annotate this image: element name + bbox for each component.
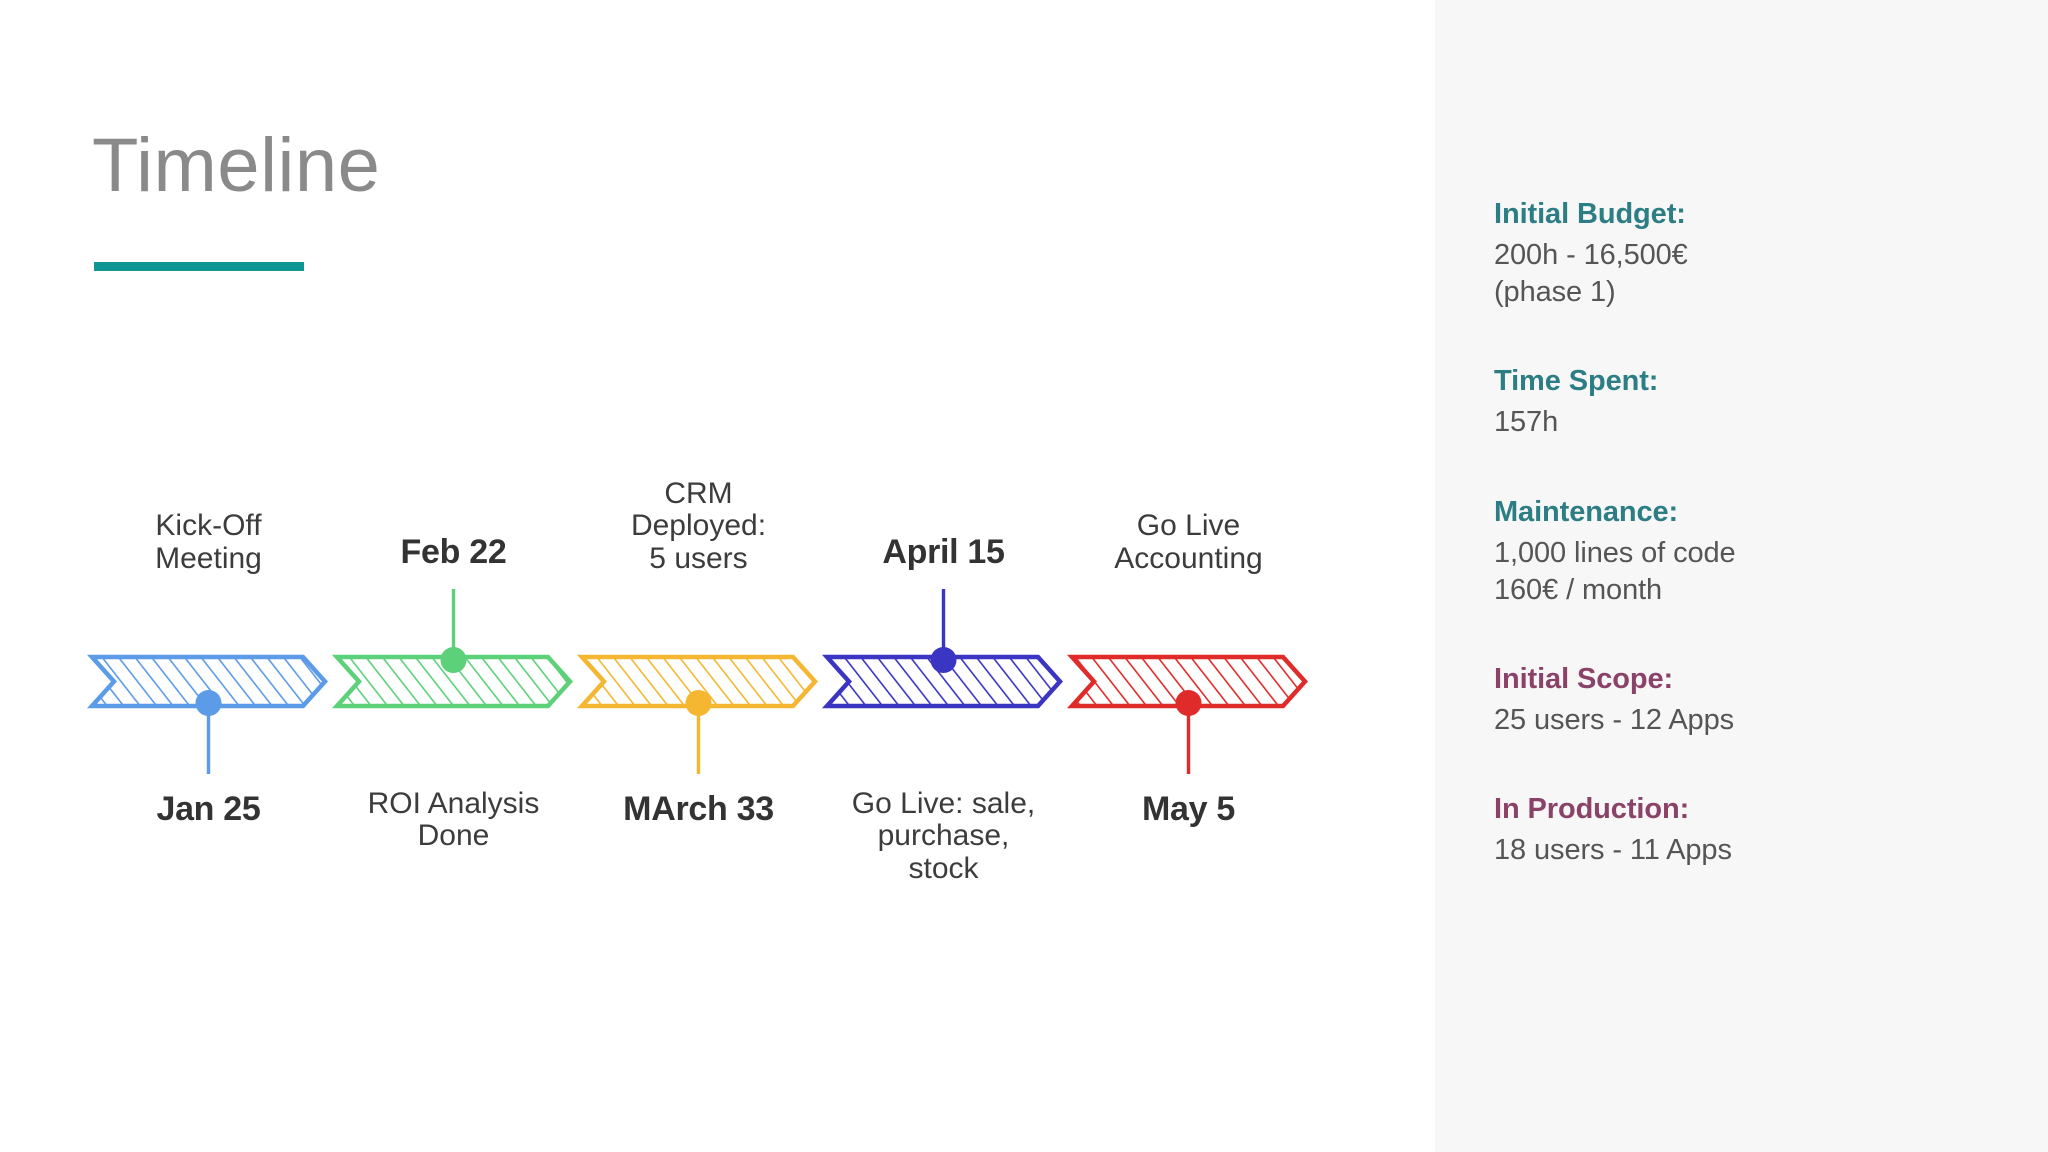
sidebar-block-line: 25 users - 12 Apps (1494, 703, 1735, 736)
sidebar-blocks: Initial Budget: 200h - 16,500€ (phase 1) Ti… (1494, 196, 2022, 869)
sidebar-block-2: Maintenance: 1,000 lines of code 160€ / mo… (1494, 494, 2022, 609)
sidebar-block-line: 200h - 16,500€ (1494, 239, 1688, 272)
timeline-label-go-live-accounting: Go Live Accounting (1114, 509, 1263, 575)
sidebar-block-heading: Initial Scope: (1494, 662, 1674, 695)
sidebar-block-heading: Maintenance: (1494, 495, 1679, 528)
sidebar-block-line: 18 users - 11 Apps (1494, 834, 1732, 867)
marker-layer (195, 589, 1202, 774)
arrow-layer (86, 654, 1309, 709)
sidebar-block-3: Initial Scope: 25 users - 12 Apps (1494, 661, 2022, 739)
sidebar-block-line: 157h (1494, 406, 1559, 439)
marker-dot-go-live-sale[interactable] (930, 647, 957, 673)
timeline-date-roi-analysis: Feb 22 (400, 533, 507, 572)
timeline-arrows-svg (86, 589, 1309, 774)
sidebar-block-0: Initial Budget: 200h - 16,500€ (phase 1) (1494, 196, 2022, 311)
marker-dot-roi-analysis[interactable] (440, 647, 467, 673)
timeline-arrow-roi-analysis[interactable] (331, 654, 574, 709)
sidebar-block-4: In Production: 18 users - 11 Apps (1494, 791, 2022, 869)
timeline-date-kickoff: Jan 25 (156, 790, 261, 828)
timeline-arrow-kickoff[interactable] (86, 654, 329, 709)
timeline-label-roi-analysis: ROI Analysis Done (367, 787, 540, 853)
marker-dot-kickoff[interactable] (195, 690, 222, 716)
timeline-date-go-live-sale: April 15 (882, 533, 1005, 572)
timeline-date-crm-deployed: MArch 33 (623, 790, 774, 828)
sidebar-block-heading: Time Spent: (1494, 365, 1659, 398)
sidebar-block-heading: In Production: (1494, 793, 1690, 826)
timeline-arrow-crm-deployed[interactable] (576, 654, 819, 709)
page-title: Timeline (92, 123, 381, 208)
timeline-label-go-live-sale: Go Live: sale, purchase, stock (851, 787, 1036, 885)
timeline-date-go-live-accounting: May 5 (1142, 790, 1235, 828)
timeline-arrow-go-live-accounting[interactable] (1066, 654, 1309, 709)
marker-dot-crm-deployed[interactable] (685, 690, 712, 716)
info-sidebar: Initial Budget: 200h - 16,500€ (phase 1) Ti… (1435, 0, 2048, 1152)
sidebar-block-line: 1,000 lines of code (1494, 536, 1736, 569)
sidebar-block-1: Time Spent: 157h (1494, 363, 2022, 441)
sidebar-block-heading: Initial Budget: (1494, 198, 1686, 230)
timeline-label-crm-deployed: CRM Deployed: 5 users (630, 476, 767, 575)
sidebar-block-line: (phase 1) (1494, 276, 1616, 309)
timeline-arrow-go-live-sale[interactable] (821, 654, 1064, 709)
sidebar-block-line: 160€ / month (1494, 573, 1663, 606)
timeline-label-kickoff: Kick-Off Meeting (155, 509, 262, 575)
title-underline-rule (94, 262, 304, 271)
marker-dot-go-live-accounting[interactable] (1175, 690, 1202, 716)
